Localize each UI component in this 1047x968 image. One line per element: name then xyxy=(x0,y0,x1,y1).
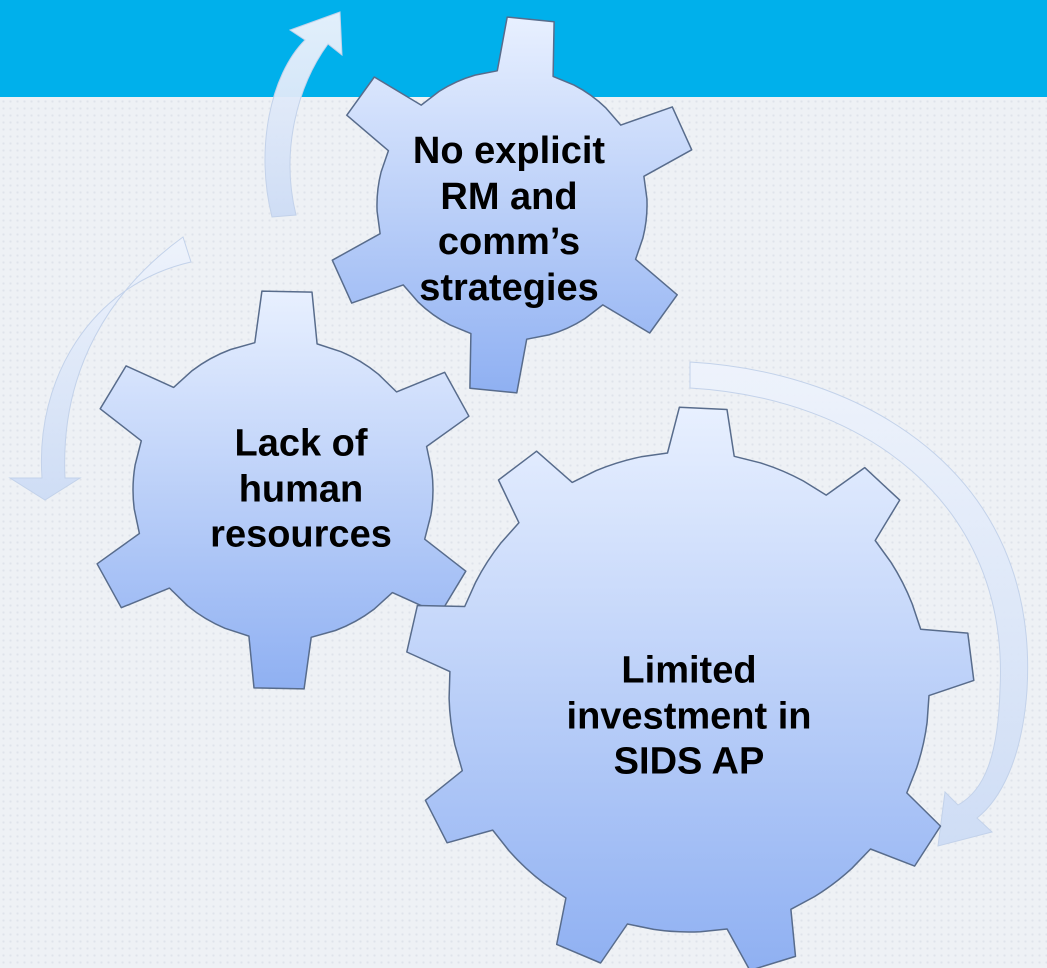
left-gear-shape xyxy=(96,290,470,690)
top-gear-icon xyxy=(331,16,693,394)
large-gear-shape xyxy=(406,406,975,968)
large-gear-icon xyxy=(406,406,975,968)
gear-label-left: Lack of human resources xyxy=(210,422,392,556)
top-curved-arrow-icon xyxy=(264,11,343,218)
gear-label-large: Limited investment in SIDS AP xyxy=(566,649,812,783)
gear-label-top: No explicit RM and comm’s strategies xyxy=(412,129,606,309)
right-curved-arrow-icon xyxy=(689,361,1029,847)
left-curved-arrow-icon xyxy=(8,236,192,501)
top-gear-shape xyxy=(331,16,693,394)
left-gear-icon xyxy=(96,290,470,690)
